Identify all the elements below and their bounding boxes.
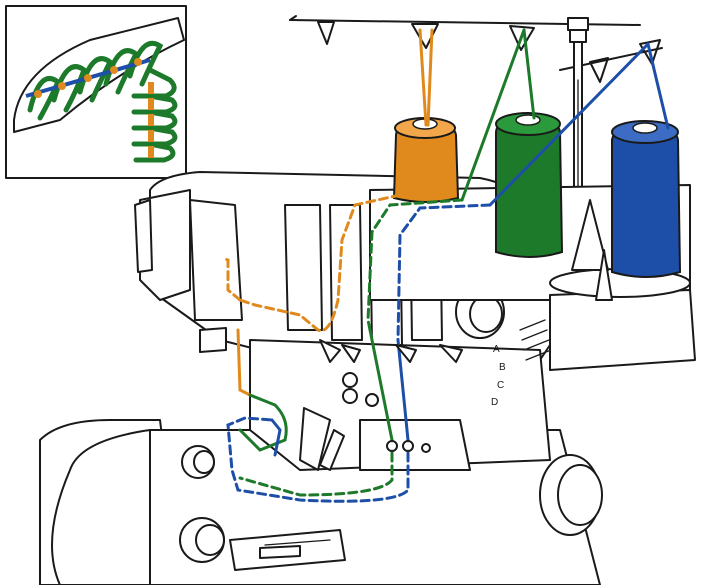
orange-thread-path bbox=[220, 28, 434, 397]
handwheel[interactable] bbox=[539, 454, 603, 536]
blue-thread-cone bbox=[611, 120, 682, 278]
stitch-detail-inset bbox=[5, 5, 187, 179]
dial-label-c: C bbox=[497, 380, 504, 391]
detail-parts bbox=[199, 327, 463, 471]
left-knob-upper[interactable] bbox=[181, 445, 215, 479]
thread-guide-4 bbox=[589, 57, 609, 83]
lower-looper-stitch bbox=[27, 40, 178, 163]
dial-label-a: A bbox=[493, 344, 500, 355]
green-thread-path bbox=[238, 28, 536, 497]
left-knob-lower[interactable] bbox=[179, 517, 225, 563]
upper-looper-stitch bbox=[34, 58, 154, 158]
thread-guide-5 bbox=[639, 39, 661, 65]
dial-labels: A B C D bbox=[491, 344, 506, 408]
thread-guide-3 bbox=[509, 25, 535, 51]
green-thread-cone bbox=[495, 112, 564, 258]
cone-pin-stand bbox=[571, 199, 613, 301]
dial-label-b: B bbox=[499, 362, 506, 373]
dial-label-d: D bbox=[491, 397, 498, 408]
thread-guide-1 bbox=[317, 21, 335, 45]
thread-guide-2 bbox=[411, 23, 439, 49]
blue-thread-path bbox=[226, 42, 670, 503]
vent-grill bbox=[519, 319, 552, 361]
orange-thread-cone bbox=[392, 117, 460, 203]
